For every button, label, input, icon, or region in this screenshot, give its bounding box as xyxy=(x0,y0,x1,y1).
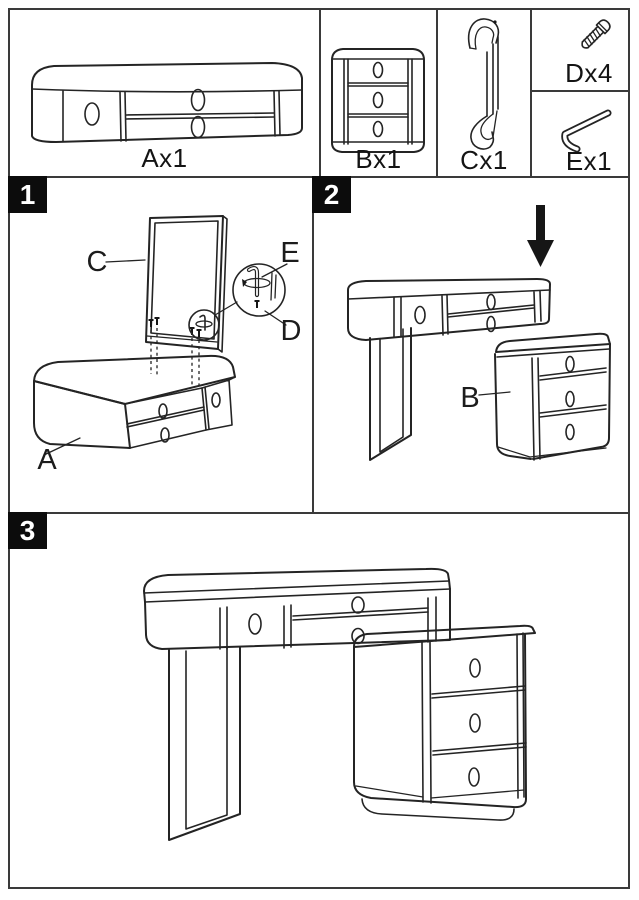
part-a-desk-drawing xyxy=(31,62,303,143)
down-arrow-icon xyxy=(527,205,554,267)
step-1-drawing: C A E D xyxy=(33,215,302,476)
drawer-unit-drawing xyxy=(494,332,611,461)
allen-key-icon xyxy=(561,109,612,153)
part-callout-label-c: C xyxy=(87,246,108,278)
screw-icon xyxy=(148,317,202,337)
parts-box-d: Dx4 xyxy=(530,8,630,92)
part-callout-label-d: D xyxy=(281,315,302,347)
part-callout-label-a: A xyxy=(37,444,57,476)
desk-with-leg-drawing xyxy=(347,278,551,461)
part-b-chest-drawing xyxy=(331,48,425,153)
leg-frame-drawing xyxy=(145,215,228,353)
part-c-leg-drawing xyxy=(467,18,500,150)
part-d-label: Dx4 xyxy=(565,58,613,88)
allen-key-icon xyxy=(246,266,260,298)
magnifier-circle xyxy=(188,263,286,341)
parts-box-e: Ex1 xyxy=(530,90,630,178)
part-a-label: Ax1 xyxy=(141,143,188,173)
part-e-label: Ex1 xyxy=(565,146,613,176)
step-2-panel: B xyxy=(312,176,630,514)
parts-box-c: Cx1 xyxy=(436,8,532,178)
drawer-handle-icon xyxy=(84,88,206,139)
desk-unit-drawing xyxy=(33,354,236,449)
part-b-label: Bx1 xyxy=(355,144,402,174)
step-1-badge: 1 xyxy=(8,176,47,213)
part-callout-label-e: E xyxy=(280,237,299,269)
step-2-badge: 2 xyxy=(312,176,351,213)
step-2-drawing: B xyxy=(347,205,611,461)
part-callout-label-b: B xyxy=(460,382,479,414)
step-3-badge: 3 xyxy=(8,512,47,549)
screw-icon xyxy=(581,19,611,49)
drawer-handle-icon xyxy=(372,61,384,138)
parts-box-a: Ax1 xyxy=(8,8,321,178)
step-1-panel: C A E D xyxy=(8,176,314,514)
step-3-panel xyxy=(8,512,630,889)
part-c-label: Cx1 xyxy=(460,145,508,175)
screw-icon xyxy=(254,300,260,308)
step-3-assembled-desk-drawing xyxy=(143,567,536,841)
parts-box-b: Bx1 xyxy=(319,8,438,178)
assembled-desk-drawing xyxy=(143,567,536,841)
